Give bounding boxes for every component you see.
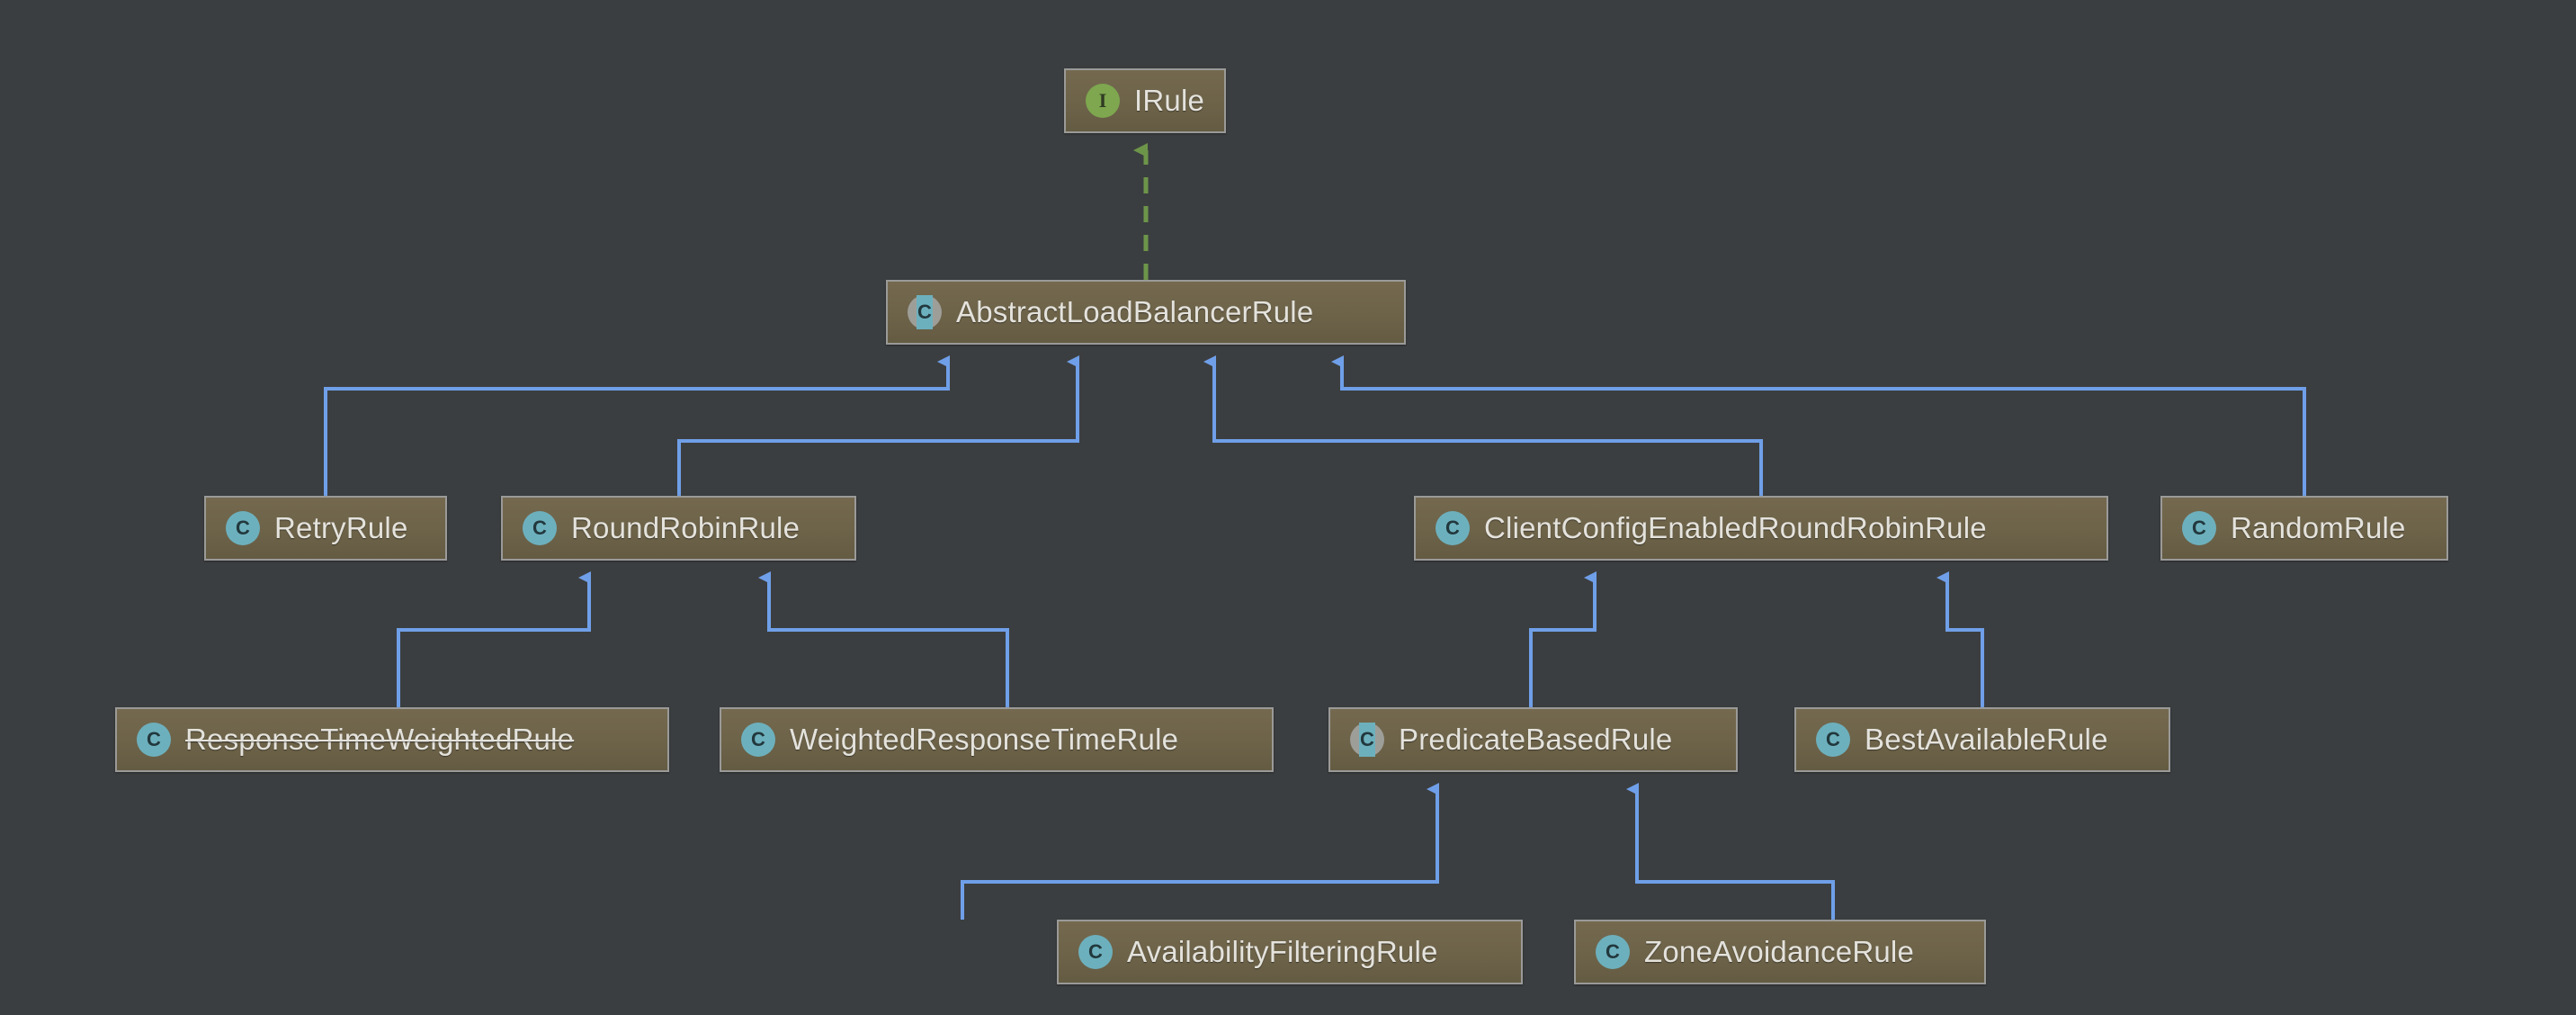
- class-node-label: PredicateBasedRule: [1399, 723, 1673, 756]
- edge-clientconfigenabledroundrobinrule-to-abstractloadbalancerrule: [1203, 355, 1763, 496]
- class-node-label: IRule: [1134, 84, 1205, 117]
- edge-retryrule-to-abstractloadbalancerrule: [324, 355, 950, 496]
- interface-icon: I: [1086, 84, 1120, 118]
- edge-responsetimeweightedrule-to-roundrobinrule: [397, 571, 591, 707]
- class-node-label: RandomRule: [2231, 511, 2406, 544]
- class-node-responsetimeweightedrule[interactable]: C ResponseTimeWeightedRule: [115, 707, 669, 772]
- class-node-retryrule[interactable]: C RetryRule: [204, 496, 447, 561]
- class-icon: C: [1078, 935, 1113, 969]
- class-letter: C: [1436, 511, 1470, 545]
- class-node-label: AvailabilityFilteringRule: [1127, 935, 1438, 968]
- class-icon: C: [1816, 723, 1850, 757]
- class-letter: C: [137, 723, 171, 757]
- abstract-class-icon: C: [1350, 723, 1384, 757]
- class-letter: C: [523, 511, 557, 545]
- class-letter: C: [1816, 723, 1850, 757]
- class-node-predicatebasedrule[interactable]: C PredicateBasedRule: [1328, 707, 1738, 772]
- class-icon: C: [523, 511, 557, 545]
- edge-bestavailablerule-to-clientconfigenabledroundrobinrule: [1936, 571, 1984, 707]
- class-node-irule[interactable]: I IRule: [1064, 68, 1226, 133]
- class-icon: C: [226, 511, 260, 545]
- edge-predicatebasedrule-to-clientconfigenabledroundrobinrule: [1529, 571, 1597, 707]
- interface-letter: I: [1086, 84, 1120, 118]
- class-icon: C: [2182, 511, 2216, 545]
- class-node-label: AbstractLoadBalancerRule: [956, 295, 1314, 328]
- edge-weightedresponsetimerule-to-roundrobinrule: [758, 571, 1009, 707]
- class-node-bestavailablerule[interactable]: C BestAvailableRule: [1794, 707, 2170, 772]
- class-node-zoneavoidancerule[interactable]: C ZoneAvoidanceRule: [1574, 920, 1986, 984]
- class-letter: C: [1078, 935, 1113, 969]
- class-node-label: RetryRule: [274, 511, 408, 544]
- class-letter: C: [1596, 935, 1630, 969]
- class-node-availabilityfilteringrule[interactable]: C AvailabilityFilteringRule: [1057, 920, 1523, 984]
- class-node-label: ResponseTimeWeightedRule: [185, 723, 575, 756]
- abstract-class-letter: C: [917, 295, 933, 329]
- class-node-label: RoundRobinRule: [571, 511, 801, 544]
- class-node-clientconfigenabledroundrobinrule[interactable]: C ClientConfigEnabledRoundRobinRule: [1414, 496, 2108, 561]
- class-node-label: ClientConfigEnabledRoundRobinRule: [1484, 511, 1987, 544]
- edge-randomrule-to-abstractloadbalancerrule: [1331, 355, 2306, 496]
- class-icon: C: [1596, 935, 1630, 969]
- class-node-label: ZoneAvoidanceRule: [1644, 935, 1914, 968]
- class-icon: C: [741, 723, 775, 757]
- class-letter: C: [226, 511, 260, 545]
- class-letter: C: [741, 723, 775, 757]
- class-icon: C: [1436, 511, 1470, 545]
- class-icon: C: [137, 723, 171, 757]
- abstract-class-letter: C: [1359, 723, 1375, 757]
- edge-zoneavoidancerule-to-predicatebasedrule: [1626, 783, 1835, 920]
- class-node-label: BestAvailableRule: [1865, 723, 2108, 756]
- class-node-label: WeightedResponseTimeRule: [790, 723, 1179, 756]
- edge-roundrobinrule-to-abstractloadbalancerrule: [677, 355, 1079, 496]
- class-node-randomrule[interactable]: C RandomRule: [2160, 496, 2448, 561]
- class-letter: C: [2182, 511, 2216, 545]
- class-node-weightedresponsetimerule[interactable]: C WeightedResponseTimeRule: [720, 707, 1274, 772]
- edge-availabilityfilteringrule-to-predicatebasedrule: [961, 783, 1439, 920]
- abstract-class-icon: C: [908, 295, 942, 329]
- class-node-roundrobinrule[interactable]: C RoundRobinRule: [501, 496, 856, 561]
- class-node-abstractloadbalancerrule[interactable]: C AbstractLoadBalancerRule: [886, 280, 1406, 345]
